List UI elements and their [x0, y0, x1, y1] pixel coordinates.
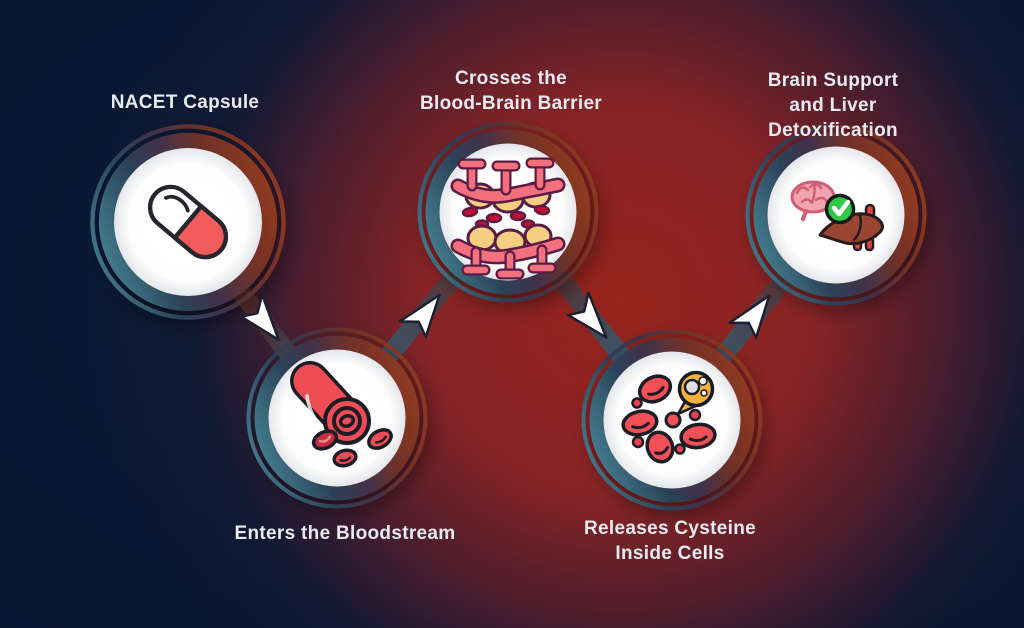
flow-arrowheads: [239, 291, 771, 342]
thick-ring: [98, 132, 278, 312]
arrowhead-4-5: [728, 294, 771, 339]
arrowhead-3-4: [566, 291, 608, 339]
capsule-icon: [147, 184, 229, 260]
step-label-bloodstream: Enters the Bloodstream: [234, 523, 456, 544]
arrowhead-1-2: [239, 293, 280, 342]
check-icon: [824, 193, 856, 225]
cysteine-cells-icon: [621, 370, 717, 464]
thick-ring: [753, 132, 919, 298]
step-label-brain-liver: Brain Support and Liver Detoxification: [767, 70, 899, 141]
outer-ring: [90, 124, 286, 320]
outer-ring: [246, 327, 428, 509]
arrowhead-2-3: [398, 293, 441, 339]
thick-ring: [425, 129, 591, 295]
outer-ring: [417, 121, 599, 303]
outer-ring: [745, 124, 927, 306]
outer-ring: [581, 329, 763, 511]
thick-ring: [254, 335, 420, 501]
blood-brain-barrier-icon: [450, 157, 566, 280]
step-circle-5: [745, 124, 927, 306]
blood-vessel-icon: [290, 361, 393, 468]
step-label-blood-brain-barrier: Crosses the Blood-Brain Barrier: [419, 68, 603, 114]
step-circle-2: [246, 327, 428, 509]
brain-liver-check-icon: [790, 180, 884, 252]
step-circle-3: [417, 121, 599, 303]
thick-ring: [589, 337, 755, 503]
molecule-bubble-icon: [676, 370, 715, 416]
step-label-nacet-capsule: NACET Capsule: [110, 92, 260, 113]
step-circle-4: [581, 329, 763, 511]
step-label-releases-cysteine: Releases Cysteine Inside Cells: [584, 518, 756, 564]
step-circle-1: [90, 124, 286, 320]
